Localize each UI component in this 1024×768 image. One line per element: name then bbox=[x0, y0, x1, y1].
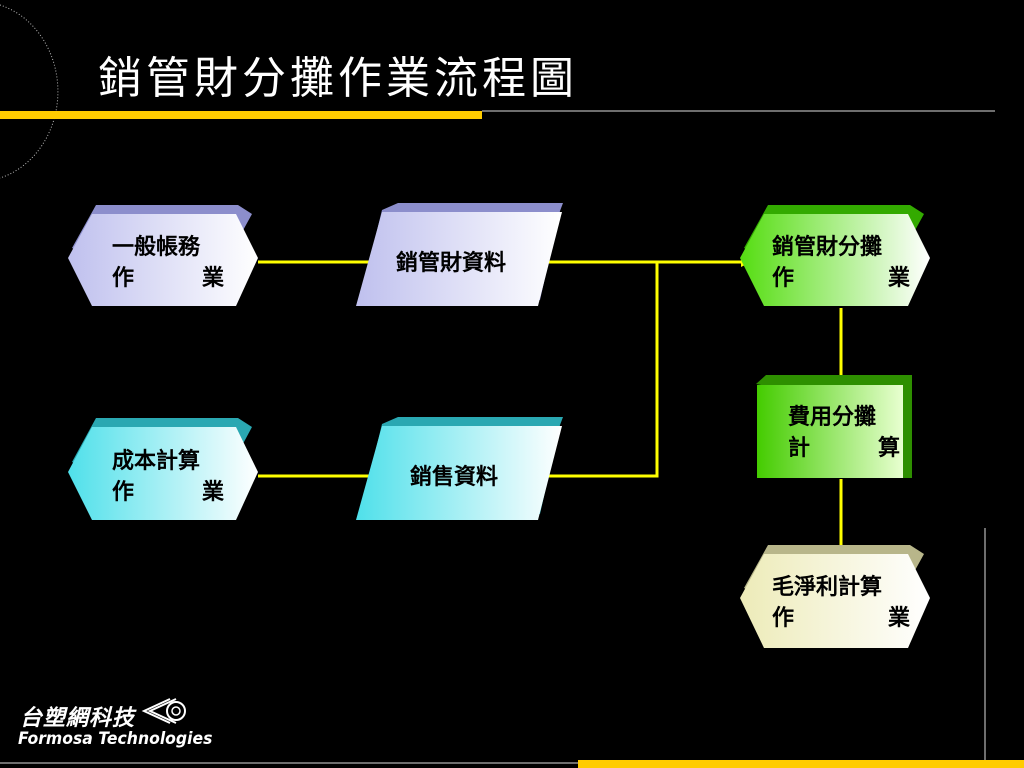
node-sga-allocation-shape bbox=[740, 205, 930, 306]
node-expense-allocation-calc-line2-right: 算 bbox=[877, 435, 900, 461]
node-sga-data: 銷管財資料 bbox=[396, 250, 507, 276]
node-general-ledger: 一般帳務 作 業 bbox=[112, 232, 224, 294]
company-logo-chinese: 台塑網科技 bbox=[20, 706, 136, 731]
node-cost-accounting-shape bbox=[68, 418, 258, 520]
connector-sales-to-junction bbox=[546, 262, 659, 478]
formosa-logo-icon bbox=[141, 698, 186, 724]
node-expense-allocation-calc-line2-left: 計 bbox=[788, 435, 811, 461]
node-sga-allocation-line2-right: 業 bbox=[887, 265, 910, 291]
node-general-ledger-line2-left: 作 bbox=[112, 265, 135, 291]
node-expense-allocation-calc-line1: 費用分攤 bbox=[788, 404, 877, 430]
node-sales-data: 銷售資料 bbox=[410, 464, 499, 490]
node-cost-accounting-line2-right: 業 bbox=[201, 479, 224, 505]
node-expense-allocation-calc: 費用分攤 計 算 bbox=[788, 402, 900, 464]
node-gross-net-profit-shape bbox=[740, 545, 930, 648]
node-gross-net-profit-line2-right: 業 bbox=[887, 605, 910, 631]
node-expense-allocation-shape bbox=[756, 375, 912, 478]
node-sga-allocation-line2-left: 作 bbox=[772, 265, 795, 291]
node-cost-accounting-line2-left: 作 bbox=[112, 479, 135, 505]
node-gross-net-profit-line2-left: 作 bbox=[772, 605, 795, 631]
node-gross-net-profit: 毛淨利計算 作 業 bbox=[772, 572, 910, 634]
node-general-ledger-shape bbox=[68, 205, 258, 306]
title-underline-accent bbox=[0, 111, 482, 119]
decorative-dotted-arc bbox=[0, 4, 59, 179]
node-sga-allocation: 銷管財分攤 作 業 bbox=[772, 232, 910, 294]
node-cost-accounting: 成本計算 作 業 bbox=[112, 446, 224, 508]
page-title: 銷管財分攤作業流程圖 bbox=[98, 53, 578, 104]
node-general-ledger-line2-right: 業 bbox=[201, 265, 224, 291]
company-logo-english: Formosa Technologies bbox=[18, 729, 213, 749]
node-sga-allocation-line1: 銷管財分攤 bbox=[772, 234, 883, 260]
bottom-accent-bar bbox=[578, 760, 1024, 768]
connectors bbox=[258, 257, 846, 555]
node-gross-net-profit-line1: 毛淨利計算 bbox=[772, 574, 883, 600]
node-general-ledger-line1: 一般帳務 bbox=[112, 234, 201, 260]
node-cost-accounting-line1: 成本計算 bbox=[112, 448, 201, 474]
node-sga-data-shape bbox=[356, 203, 563, 306]
node-sales-data-shape bbox=[356, 417, 563, 520]
